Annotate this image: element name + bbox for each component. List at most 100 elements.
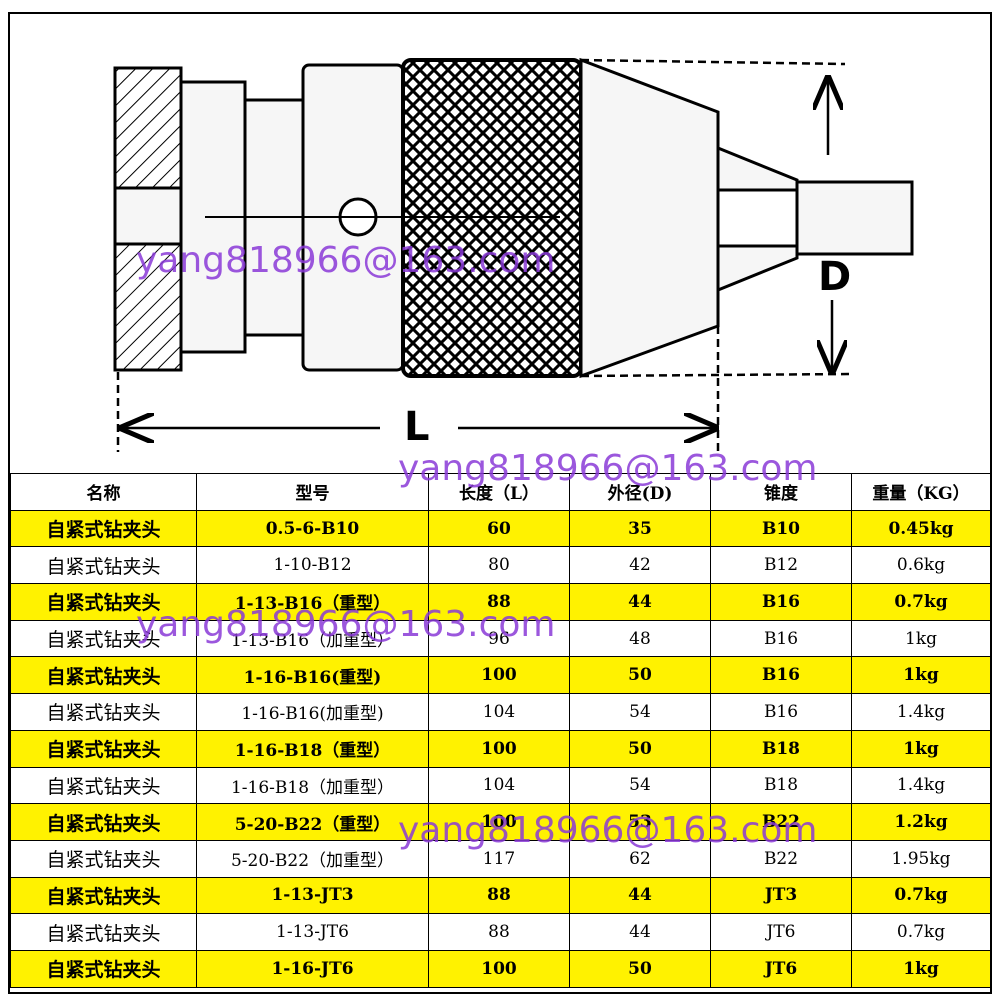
nose-cone [579, 57, 720, 379]
cell-weight: 0.45kg [851, 509, 991, 548]
cell-weight: 1kg [851, 949, 991, 988]
cell-model: 0.5-6-B10 [196, 509, 429, 548]
cell-diameter: 50 [569, 729, 711, 768]
cell-diameter: 42 [569, 546, 711, 585]
cell-model: 1-13-JT6 [196, 913, 429, 951]
cell-diameter: 50 [569, 656, 711, 695]
cell-diameter: 44 [569, 913, 711, 951]
cell-name: 自紧式钻夹头 [10, 619, 197, 658]
cell-length: 80 [428, 546, 570, 585]
cell-taper: JT6 [710, 913, 852, 951]
cell-length: 104 [428, 766, 570, 805]
cell-model: 1-16-B18（加重型） [196, 766, 429, 805]
cell-length: 104 [428, 693, 570, 731]
table-header-row: 名称 型号 长度（L） 外径(D) 锥度 重量（KG） [10, 473, 991, 511]
cell-length: 117 [428, 839, 570, 878]
cell-name: 自紧式钻夹头 [10, 693, 197, 731]
cell-diameter: 50 [569, 949, 711, 988]
cell-model: 5-20-B22（重型） [196, 803, 429, 841]
cell-name: 自紧式钻夹头 [10, 913, 197, 951]
cell-weight: 0.6kg [851, 546, 991, 585]
header-taper: 锥度 [710, 473, 852, 511]
cell-model: 1-13-JT3 [196, 876, 429, 915]
cell-model: 5-20-B22（加重型） [196, 839, 429, 878]
cell-diameter: 54 [569, 693, 711, 731]
cell-taper: B16 [710, 656, 852, 695]
cell-taper: B12 [710, 546, 852, 585]
cell-length: 100 [428, 803, 570, 841]
cell-name: 自紧式钻夹头 [10, 766, 197, 805]
jaw-lower [716, 244, 799, 293]
cell-diameter: 44 [569, 876, 711, 915]
cell-model: 1-16-B16(重型) [196, 656, 429, 695]
header-model: 型号 [196, 473, 429, 511]
drill-chuck-diagram [113, 57, 914, 452]
cell-length: 100 [428, 949, 570, 988]
cell-taper: B18 [710, 729, 852, 768]
cell-taper: B10 [710, 509, 852, 548]
cell-weight: 1kg [851, 656, 991, 695]
cell-length: 100 [428, 729, 570, 768]
cell-model: 1-16-B16(加重型) [196, 693, 429, 731]
cell-taper: B16 [710, 619, 852, 658]
cell-model: 1-16-JT6 [196, 949, 429, 988]
cell-weight: 0.7kg [851, 583, 991, 621]
cell-name: 自紧式钻夹头 [10, 949, 197, 988]
cell-name: 自紧式钻夹头 [10, 729, 197, 768]
cell-weight: 1kg [851, 729, 991, 768]
cell-model: 1-10-B12 [196, 546, 429, 585]
cell-model: 1-13-B16（加重型） [196, 619, 429, 658]
cell-diameter: 62 [569, 839, 711, 878]
cell-diameter: 35 [569, 509, 711, 548]
cell-length: 88 [428, 583, 570, 621]
header-name: 名称 [10, 473, 197, 511]
cell-name: 自紧式钻夹头 [10, 546, 197, 585]
cell-length: 96 [428, 619, 570, 658]
jaw-upper [716, 145, 799, 192]
cell-taper: B22 [710, 803, 852, 841]
header-weight: 重量（KG） [851, 473, 991, 511]
cell-weight: 0.7kg [851, 913, 991, 951]
cell-weight: 1kg [851, 619, 991, 658]
cell-name: 自紧式钻夹头 [10, 839, 197, 878]
cell-length: 88 [428, 913, 570, 951]
cell-length: 100 [428, 656, 570, 695]
cell-taper: B16 [710, 583, 852, 621]
cell-taper: JT3 [710, 876, 852, 915]
cell-name: 自紧式钻夹头 [10, 583, 197, 621]
cell-diameter: 48 [569, 619, 711, 658]
diameter-label: D [818, 254, 852, 300]
cell-weight: 1.95kg [851, 839, 991, 878]
header-length: 长度（L） [428, 473, 570, 511]
length-label: L [404, 404, 430, 450]
cell-name: 自紧式钻夹头 [10, 803, 197, 841]
spindle-bore [113, 186, 183, 246]
cell-name: 自紧式钻夹头 [10, 656, 197, 695]
cell-weight: 0.7kg [851, 876, 991, 915]
cell-weight: 1.4kg [851, 693, 991, 731]
cell-taper: B22 [710, 839, 852, 878]
cell-diameter: 53 [569, 803, 711, 841]
cell-length: 60 [428, 509, 570, 548]
cell-taper: B16 [710, 693, 852, 731]
cell-taper: JT6 [710, 949, 852, 988]
cell-model: 1-16-B18（重型） [196, 729, 429, 768]
cell-diameter: 44 [569, 583, 711, 621]
cell-length: 88 [428, 876, 570, 915]
header-diameter: 外径(D) [569, 473, 711, 511]
